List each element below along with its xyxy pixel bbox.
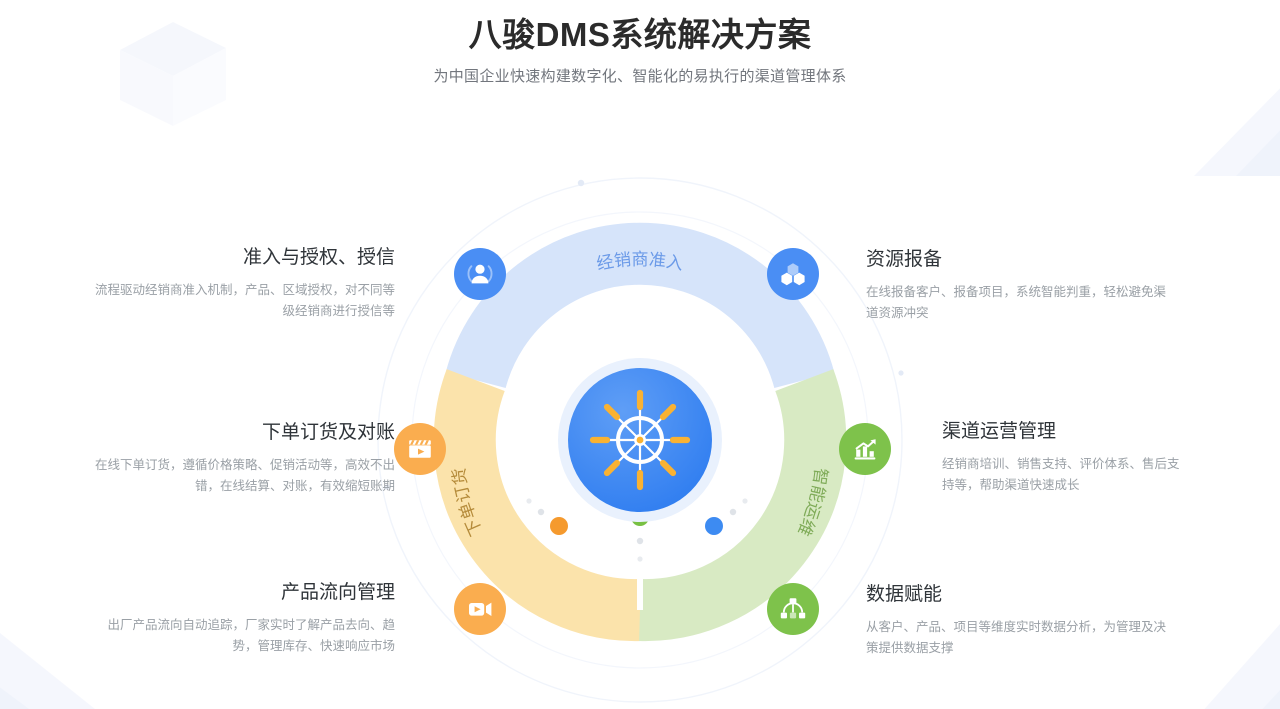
- video-camera-icon: [469, 602, 492, 616]
- feature-description: 从客户、产品、项目等维度实时数据分析，为管理及决策提供数据支撑: [866, 619, 1167, 656]
- page-title: 八骏DMS系统解决方案: [468, 16, 812, 53]
- ring-dot: [577, 179, 585, 187]
- feature-access: 准入与授权、授信 流程驱动经销商准入机制，产品、区域授权，对不同等级经销商进行授…: [95, 246, 395, 323]
- page-subtitle: 为中国企业快速构建数字化、智能化的易执行的渠道管理体系: [433, 68, 847, 86]
- feature-description: 在线报备客户、报备项目，系统智能判重，轻松避免渠道资源冲突: [866, 284, 1167, 321]
- feature-description: 在线下单订货，遵循价格策略、促销活动等，高效不出错，在线结算、对账，有效缩短账期: [95, 457, 396, 494]
- segment-label-entry: 经销商准入: [595, 250, 685, 274]
- wheel-svg: 经销商准入 下单订货 智能运维: [377, 177, 904, 703]
- feature-data: 数据赋能 从客户、产品、项目等维度实时数据分析，为管理及决策提供数据支撑: [866, 583, 1176, 660]
- feature-title: 下单订货及对账: [261, 422, 395, 443]
- header: 八骏DMS系统解决方案 为中国企业快速构建数字化、智能化的易执行的渠道管理体系: [0, 14, 1280, 86]
- ring-dot: [384, 484, 390, 490]
- badge-access[interactable]: [448, 242, 512, 306]
- segment-arc-ops: [639, 369, 847, 642]
- badge-flow[interactable]: [448, 577, 512, 641]
- outer-ring: [377, 177, 903, 703]
- segment-arc-order: [433, 369, 641, 642]
- wheel-diagram: 经销商准入 下单订货 智能运维: [335, 135, 945, 709]
- badge-data[interactable]: [761, 577, 825, 641]
- user-group-icon: [467, 264, 493, 284]
- ship-helm-icon: [589, 389, 691, 491]
- badge-order[interactable]: [388, 417, 452, 481]
- segment-arc-entry: [445, 222, 835, 389]
- badge-resource[interactable]: [761, 242, 825, 306]
- feature-description: 出厂产品流向自动追踪，厂家实时了解产品去向、趋势，管理库存、快速响应市场: [107, 617, 395, 654]
- feature-title: 产品流向管理: [280, 582, 395, 603]
- feature-title: 数据赋能: [866, 584, 943, 605]
- feature-description: 流程驱动经销商准入机制，产品、区域授权，对不同等级经销商进行授信等: [95, 282, 396, 319]
- feature-title: 准入与授权、授信: [242, 247, 395, 268]
- feature-order: 下单订货及对账 在线下单订货，遵循价格策略、促销活动等，高效不出错，在线结算、对…: [95, 421, 395, 498]
- org-tree-icon: [780, 598, 806, 619]
- badge-channel[interactable]: [833, 417, 897, 481]
- ring-dot: [898, 370, 904, 376]
- feature-title: 资源报备: [866, 249, 943, 270]
- growth-chart-icon: [854, 439, 876, 460]
- feature-flow: 产品流向管理 出厂产品流向自动追踪，厂家实时了解产品去向、趋势，管理库存、快速响…: [95, 581, 395, 658]
- feature-resource: 资源报备 在线报备客户、报备项目，系统智能判重，轻松避免渠道资源冲突: [866, 248, 1176, 325]
- feature-description: 经销商培训、销售支持、评价体系、售后支持等，帮助渠道快速成长: [942, 456, 1180, 493]
- clapperboard-icon: [409, 440, 431, 458]
- feature-title: 渠道运营管理: [942, 421, 1057, 442]
- feature-channel: 渠道运营管理 经销商培训、销售支持、评价体系、售后支持等，帮助渠道快速成长: [942, 420, 1182, 497]
- hexagon-cluster-icon: [781, 263, 805, 286]
